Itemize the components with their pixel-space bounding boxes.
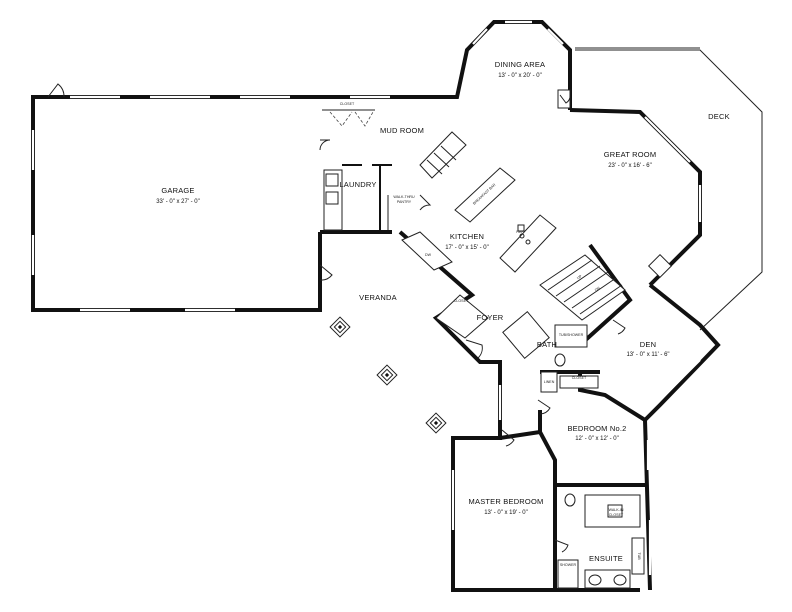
bedroom2-dims: 12' - 0" x 12' - 0" (575, 436, 619, 442)
den-name: DEN (640, 340, 656, 349)
foyer-name: FOYER (477, 313, 504, 322)
stairs-dn-label: DN (594, 286, 601, 292)
closet-bed2-label: CLOSET (572, 376, 587, 380)
stairs (539, 254, 626, 321)
walk-thru-label-2: PANTRY (397, 200, 412, 204)
garage-dims: 33' - 0" x 27' - 0" (156, 199, 200, 205)
ref-label: REF (516, 230, 524, 234)
walk-in-label-2: CLOSET (609, 513, 624, 517)
veranda-columns (329, 316, 447, 434)
interior-details (322, 89, 673, 589)
linen-label: LINEN (544, 380, 555, 384)
dw-label: DW (425, 253, 432, 257)
den-dims: 13' - 0" x 11' - 6" (626, 352, 669, 358)
garage-name: GARAGE (161, 186, 194, 195)
windows (31, 20, 702, 575)
shower-label: SHOWER (560, 563, 577, 567)
great-name: GREAT ROOM (604, 150, 657, 159)
dining-name: DINING AREA (495, 60, 546, 69)
laundry-name: LAUNDRY (339, 180, 376, 189)
veranda-name: VERANDA (359, 293, 397, 302)
deck-name: DECK (708, 112, 730, 121)
walk-in-label-1: WALK-IN (609, 508, 624, 512)
ensuite-name: ENSUITE (589, 554, 623, 563)
mud-name: MUD ROOM (380, 126, 424, 135)
kitchen-dims: 17' - 0" x 15' - 0" (445, 245, 489, 251)
doors (47, 83, 626, 553)
kitchen-name: KITCHEN (450, 232, 484, 241)
tub-label: TUB (637, 552, 641, 560)
bath-unit-label: TUB/SHOWER (559, 333, 584, 337)
closet-foyer-label: CLOSET (454, 299, 469, 303)
master-name: MASTER BEDROOM (469, 497, 544, 506)
great-dims: 23' - 0" x 16' - 6" (608, 163, 652, 169)
bath-name: BATH (537, 340, 557, 349)
room-labels: DINING AREA 13' - 0" x 20' - 0" DECK GRE… (156, 60, 730, 563)
stairs-up-label: UP (576, 274, 583, 280)
deck-outline (575, 47, 763, 331)
dining-dims: 13' - 0" x 20' - 0" (498, 73, 542, 79)
master-dims: 13' - 0" x 19' - 0" (484, 510, 528, 516)
walk-thru-label-1: WALK-THRU (393, 195, 415, 199)
closet-mud-label: CLOSET (340, 102, 355, 106)
bedroom2-name: BEDROOM No.2 (567, 424, 626, 433)
